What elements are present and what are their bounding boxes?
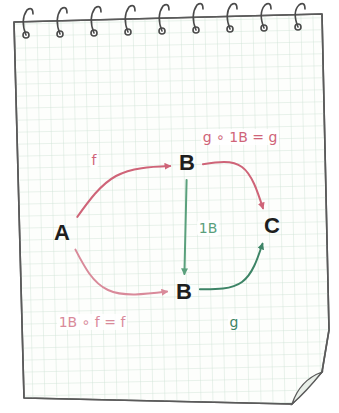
spiral-rings — [23, 4, 305, 38]
arrow-label: 1B ∘ f = f — [57, 314, 128, 330]
math-object: B — [173, 148, 201, 178]
morphism-arrow — [200, 244, 263, 290]
arrow-label: f — [90, 152, 99, 168]
object-label: C — [264, 214, 280, 238]
arrow-label: 1B — [197, 220, 220, 236]
morphism-arrow — [77, 166, 170, 217]
arrow-label: g ∘ 1B = g — [201, 129, 280, 145]
morphism-arrow — [75, 250, 167, 295]
morphism-arrow — [184, 180, 186, 274]
morphism-arrow — [203, 162, 263, 208]
math-object: C — [258, 211, 286, 241]
paper-edge — [14, 14, 329, 404]
object-label: A — [54, 221, 70, 245]
object-label: B — [176, 280, 192, 304]
arrow-label: g — [228, 314, 241, 330]
math-object: B — [170, 277, 198, 307]
object-label: B — [179, 151, 195, 175]
math-object: A — [48, 218, 76, 248]
folded-corner — [292, 372, 322, 404]
